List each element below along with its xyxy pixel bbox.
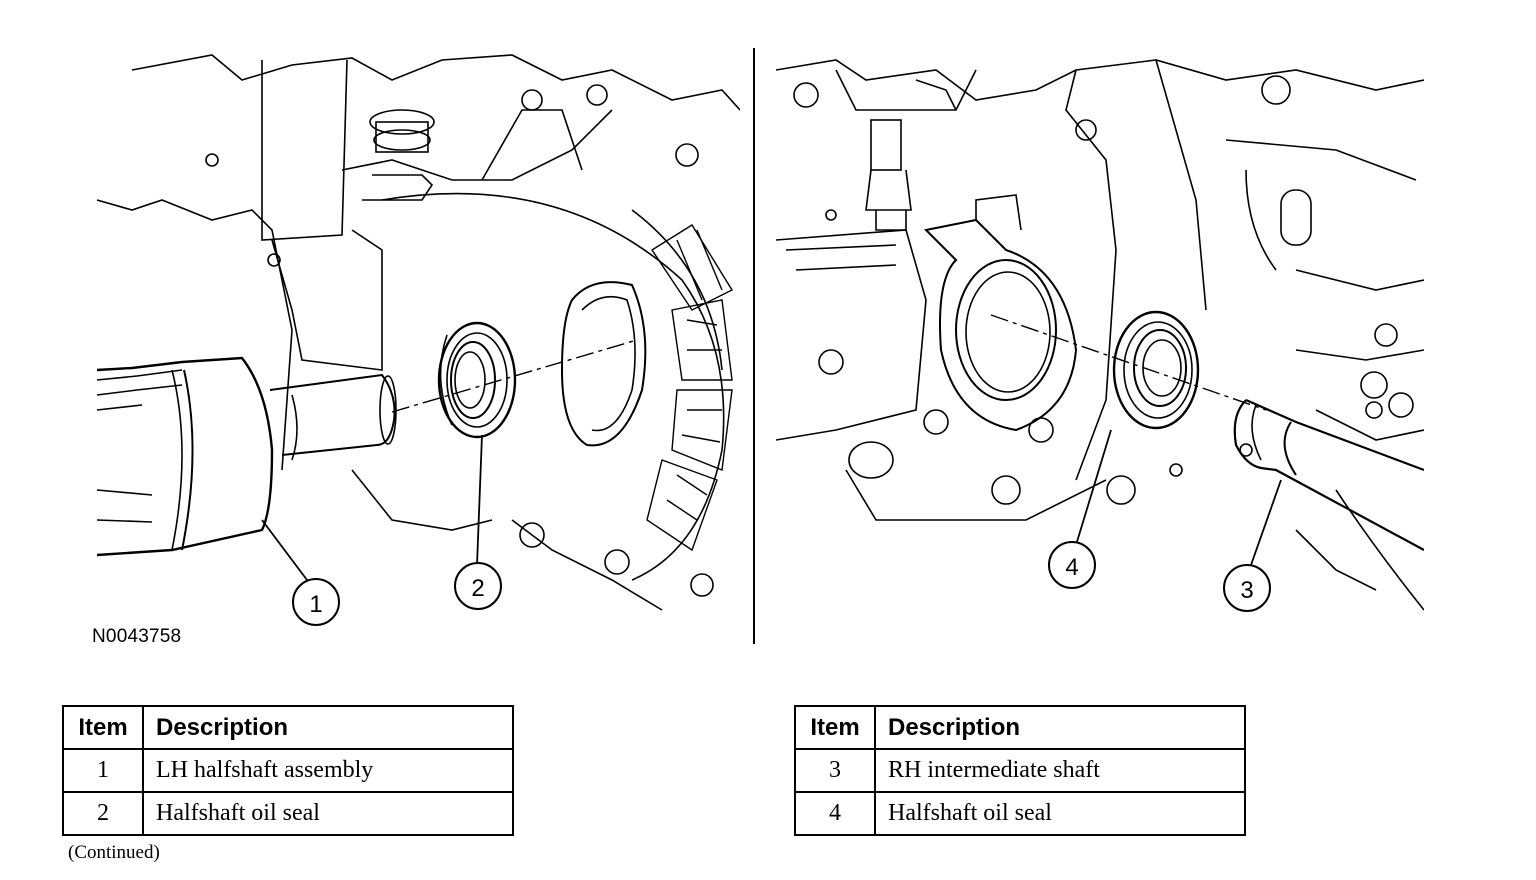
continued-note: (Continued) bbox=[68, 842, 160, 863]
item-number: 1 bbox=[62, 748, 144, 793]
callout-2: 2 bbox=[454, 562, 502, 610]
item-description: RH intermediate shaft bbox=[874, 748, 1246, 793]
legend-table-left: Item Description 1 LH halfshaft assembly… bbox=[62, 705, 514, 836]
item-number: 3 bbox=[794, 748, 876, 793]
table-row: 3 RH intermediate shaft bbox=[794, 748, 1246, 793]
right-intermediate-shaft-illustration: 4 3 bbox=[776, 59, 1424, 612]
table-row: 4 Halfshaft oil seal bbox=[794, 791, 1246, 836]
table-header-row: Item Description bbox=[62, 705, 514, 750]
column-header-description: Description bbox=[874, 705, 1246, 750]
figure-id: N0043758 bbox=[92, 626, 182, 647]
column-header-description: Description bbox=[142, 705, 514, 750]
callout-4-label: 4 bbox=[1065, 554, 1078, 581]
callout-3-label: 3 bbox=[1240, 577, 1253, 604]
figure-divider bbox=[753, 48, 755, 644]
column-header-item: Item bbox=[794, 705, 876, 750]
callout-2-label: 2 bbox=[471, 575, 484, 602]
legend-table-right: Item Description 3 RH intermediate shaft… bbox=[794, 705, 1246, 836]
item-description: Halfshaft oil seal bbox=[874, 791, 1246, 836]
table-row: 2 Halfshaft oil seal bbox=[62, 791, 514, 836]
item-number: 2 bbox=[62, 791, 144, 836]
item-description: Halfshaft oil seal bbox=[142, 791, 514, 836]
table-header-row: Item Description bbox=[794, 705, 1246, 750]
callout-1: 1 bbox=[292, 578, 340, 626]
callout-1-label: 1 bbox=[309, 591, 322, 618]
callout-3: 3 bbox=[1223, 564, 1271, 612]
left-halfshaft-illustration: 1 2 bbox=[96, 54, 740, 626]
item-description: LH halfshaft assembly bbox=[142, 748, 514, 793]
callout-4: 4 bbox=[1048, 541, 1096, 589]
item-number: 4 bbox=[794, 791, 876, 836]
table-row: 1 LH halfshaft assembly bbox=[62, 748, 514, 793]
column-header-item: Item bbox=[62, 705, 144, 750]
